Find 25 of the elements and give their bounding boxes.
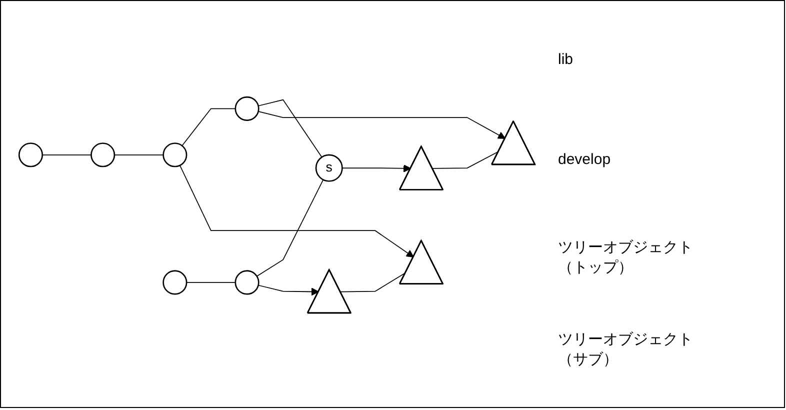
triangle-node — [398, 240, 444, 284]
row-label: lib — [558, 50, 574, 70]
row-label: develop — [558, 150, 612, 170]
connector-line — [42, 154, 92, 156]
connector-line — [186, 282, 236, 283]
arrow — [179, 164, 414, 258]
triangle-node — [491, 120, 536, 166]
row-label: ツリーオブジェクト（サブ） — [558, 330, 694, 370]
circle-node: s — [315, 154, 343, 182]
connector-line — [182, 108, 236, 146]
row-label: ツリーオブジェクト（トップ） — [558, 238, 694, 278]
arrow — [258, 111, 506, 139]
triangle-node — [306, 269, 352, 314]
circle-node — [162, 270, 188, 295]
circle-node — [234, 270, 260, 295]
connector-line — [256, 179, 324, 277]
circle-node — [90, 142, 116, 168]
triangle-node — [398, 146, 444, 190]
connector-line — [258, 99, 322, 158]
circle-node — [18, 142, 44, 168]
circle-node — [234, 96, 260, 121]
arrow — [258, 284, 320, 296]
arrow — [342, 164, 412, 172]
connector-line — [114, 154, 164, 156]
circle-node — [162, 142, 188, 168]
